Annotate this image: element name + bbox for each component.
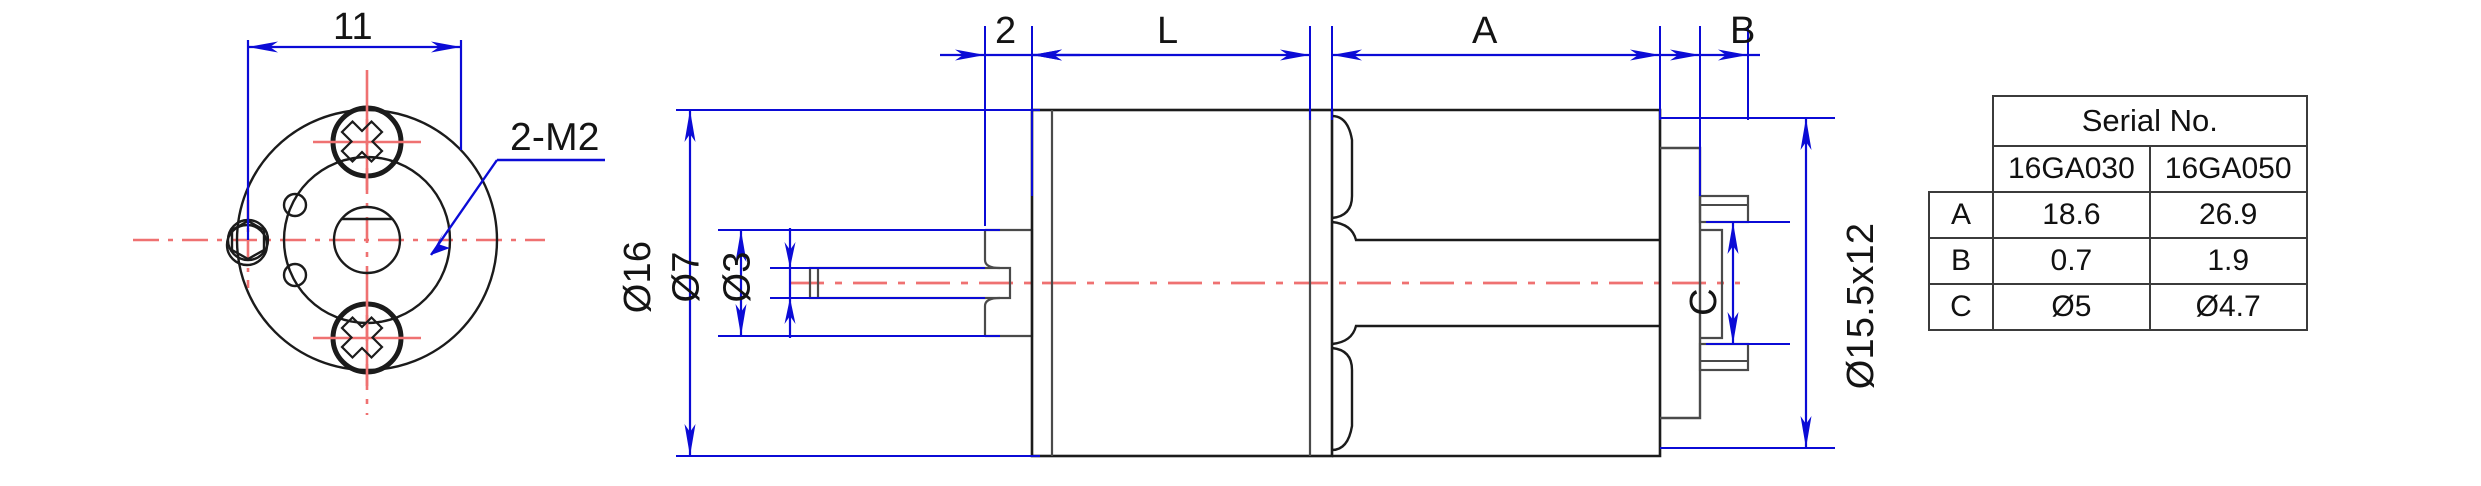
gearbox-housing <box>1030 108 1334 458</box>
table-corner-blank <box>1929 96 1993 146</box>
terminal-tab-lower <box>1698 342 1750 372</box>
table-row: A 18.6 26.9 <box>1928 191 2308 239</box>
table-row: B 0.7 1.9 <box>1928 237 2308 285</box>
side-section-view-geometry <box>676 26 1835 458</box>
annotation-label-2-m2: 2-M2 <box>510 116 600 159</box>
right-dimension-stack <box>1660 117 1835 449</box>
serial-number-table: Serial No. 16GA030 16GA050 A 18.6 26.9 B… <box>1928 95 2308 331</box>
dimension-label-diameter-15-5x12: Ø15.5x12 <box>1840 222 1883 390</box>
table-header-serial-no: Serial No. <box>1992 95 2308 147</box>
dimension-label-B: B <box>1730 10 1756 52</box>
table-cell-b-16ga030: 0.7 <box>1992 237 2151 285</box>
table-row-header: Serial No. <box>1929 95 2308 147</box>
table-cell-c-16ga050: Ø4.7 <box>2148 283 2308 331</box>
table-row-key-c: C <box>1928 283 1994 331</box>
dimension-label-11: 11 <box>333 6 373 48</box>
table-row-key-b: B <box>1928 237 1994 285</box>
table-cell-c-16ga030: Ø5 <box>1992 283 2151 331</box>
leader-2-m2 <box>430 158 605 256</box>
table-cell-b-16ga050: 1.9 <box>2148 237 2308 285</box>
dimension-label-L: L <box>1157 10 1179 52</box>
dimension-label-diameter-16: Ø16 <box>617 240 660 314</box>
left-dimension-stack <box>676 109 1040 457</box>
pin-hole-lower <box>282 262 308 288</box>
screw-bottom <box>313 292 421 386</box>
table-row-models: 16GA030 16GA050 <box>1929 145 2308 193</box>
front-face-view-geometry <box>133 40 605 415</box>
terminal-tab-upper <box>1698 194 1750 224</box>
table-header-model-1: 16GA030 <box>1992 145 2151 193</box>
table-corner-blank-2 <box>1929 146 1993 192</box>
pin-hole-upper <box>282 192 308 218</box>
table-header-model-2: 16GA050 <box>2148 145 2308 193</box>
dimension-label-diameter-7: Ø7 <box>665 251 708 303</box>
table-row: C Ø5 Ø4.7 <box>1928 283 2308 331</box>
table-row-key-a: A <box>1928 191 1994 239</box>
shaft-circle <box>332 205 402 275</box>
table-cell-a-16ga030: 18.6 <box>1992 191 2151 239</box>
table-cell-a-16ga050: 26.9 <box>2148 191 2308 239</box>
dimension-label-C: C <box>1682 288 1725 316</box>
top-dimension-chain <box>940 26 1760 226</box>
screw-top <box>313 96 421 190</box>
motor-can <box>1331 108 1662 458</box>
dimension-label-A: A <box>1472 10 1498 52</box>
dimension-label-2: 2 <box>995 10 1017 52</box>
dimension-label-diameter-3: Ø3 <box>716 251 759 303</box>
dimension-11 <box>246 40 463 240</box>
